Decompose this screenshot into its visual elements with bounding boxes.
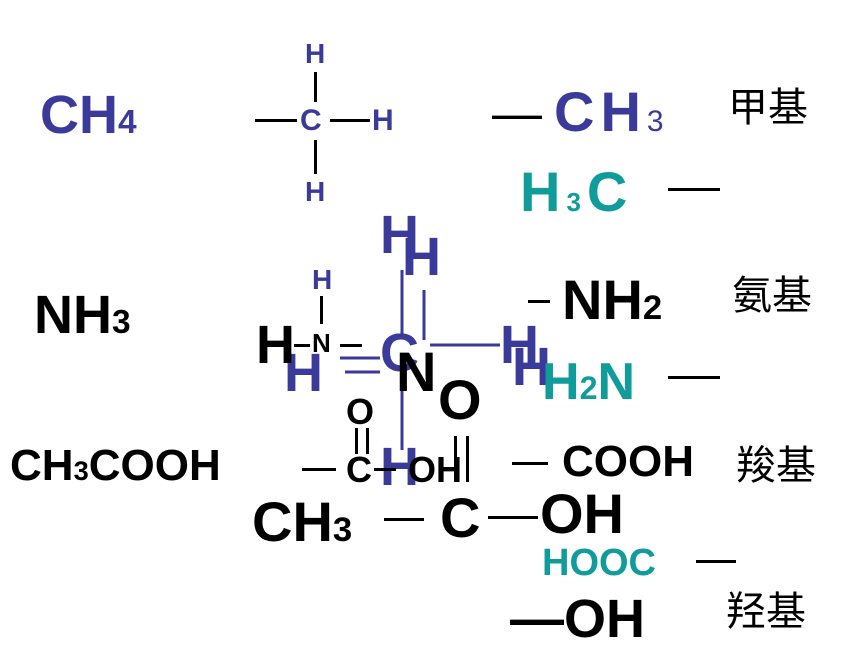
amino-alt-end: N <box>597 353 636 411</box>
acetic-large-sub: 3 <box>332 511 353 549</box>
methane-struct-c: C <box>300 104 322 137</box>
methyl-alt-end: C <box>586 160 628 223</box>
ammonia-struct-n-large: N <box>396 340 437 403</box>
methyl-radical: CH3 <box>554 84 664 140</box>
methane-struct-h-top: H <box>305 38 326 69</box>
ammonia-struct-h-top: H <box>312 264 333 295</box>
amino-alt-sub: 2 <box>579 370 598 406</box>
methyl-name: 甲基 <box>728 85 808 131</box>
methyl-dash: — <box>492 85 542 141</box>
overlay-bond-lines <box>340 270 500 450</box>
methane-bond-left <box>255 119 297 122</box>
ammonia-struct-h-left: H <box>256 315 295 375</box>
overlay-c: C <box>380 323 419 383</box>
acetic-large-double2 <box>466 436 469 482</box>
amino-alt-main: H <box>542 353 580 411</box>
acetic-large-c: C <box>440 486 481 549</box>
amino-dash <box>528 300 550 303</box>
ammonia-bond-top <box>320 296 323 324</box>
acetic-large-o: O <box>438 368 482 431</box>
overlay-h-right1: H <box>500 315 539 375</box>
acetic-small-double1 <box>355 428 358 454</box>
carboxyl-radical: COOH <box>562 437 694 486</box>
acetic-large-oh: OH <box>540 482 624 545</box>
hydroxyl-name: 羟基 <box>726 589 806 635</box>
carboxyl-radical-alt: HOOC <box>542 542 656 584</box>
methane-bond-top <box>314 72 317 102</box>
amino-radical-alt: H2N <box>542 356 635 408</box>
methane-bond-right <box>330 119 370 122</box>
amino-radical-sub: 2 <box>642 289 663 327</box>
amino-alt-dash <box>668 376 720 379</box>
ammonia-struct-n-small: N <box>312 328 331 358</box>
acetic-formula-a: CH <box>10 441 74 490</box>
acetic-large-double1 <box>454 436 457 482</box>
acetic-small-double2 <box>366 428 369 454</box>
carboxyl-dash <box>512 462 548 465</box>
methane-formula-main: CH <box>40 85 118 145</box>
acetic-formula-sub: 3 <box>73 455 89 486</box>
carboxyl-alt-dash <box>696 560 736 563</box>
acetic-formula-b: COOH <box>88 441 221 490</box>
methane-formula-sub: 4 <box>118 104 137 141</box>
methyl-radical-sub: 3 <box>646 105 664 138</box>
overlay-h-left: H <box>284 343 323 403</box>
methyl-alt-dash <box>668 188 720 191</box>
acetic-large-ch3: CH3 <box>252 494 352 550</box>
methyl-radical-main: CH <box>554 80 647 143</box>
ammonia-formula: NH3 <box>34 288 131 342</box>
ammonia-formula-main: NH <box>34 285 112 345</box>
methane-struct-h-bottom: H <box>305 176 326 207</box>
acetic-large-ch: CH <box>252 490 333 553</box>
acetic-small-dash <box>302 468 336 471</box>
amino-name: 氨基 <box>732 273 812 319</box>
acetic-small-bond <box>374 468 396 471</box>
methane-formula: CH4 <box>40 88 137 142</box>
hydroxyl-radical: —OH <box>510 589 645 649</box>
carboxyl-name: 羧基 <box>736 443 816 489</box>
amino-radical-main: NH <box>562 268 643 331</box>
overlay-h-top1: H <box>380 205 419 265</box>
acetic-small-oh: OH <box>408 449 462 490</box>
ammonia-formula-sub: 3 <box>112 304 131 341</box>
overlay-h-top2: H <box>402 227 441 287</box>
amino-radical: NH2 <box>562 272 662 328</box>
methane-bond-bottom <box>314 140 317 174</box>
methyl-alt-sub: 3 <box>566 187 581 217</box>
acetic-large-dash2 <box>488 516 538 519</box>
overlay-h-right2: H <box>512 337 551 397</box>
methane-struct-h-right: H <box>372 104 394 137</box>
acetic-large-dash1 <box>384 518 424 521</box>
methyl-alt-main: H <box>520 160 561 223</box>
ammonia-bond-right <box>340 344 362 347</box>
acetic-small-o: O <box>346 391 375 432</box>
overlay-h-bottom: H <box>380 437 419 497</box>
acetic-small-c: C <box>346 449 372 490</box>
acetic-formula: CH3COOH <box>10 444 221 488</box>
ammonia-bond-left <box>294 344 310 347</box>
